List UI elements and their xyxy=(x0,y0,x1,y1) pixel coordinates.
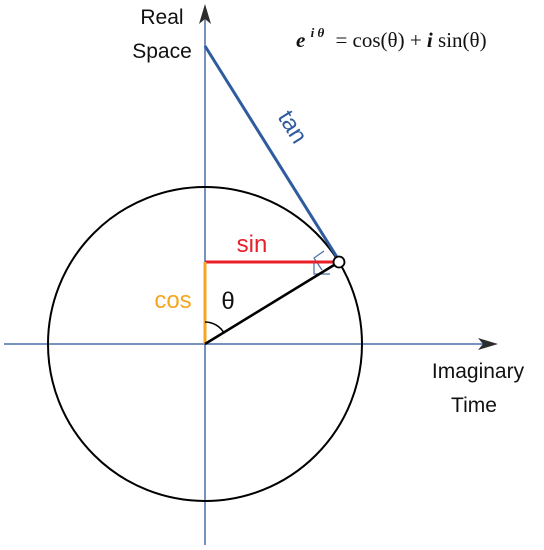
radius-line xyxy=(204,260,340,346)
angle-label: θ xyxy=(221,288,234,315)
euler-formula: e i θ = cos(θ) + i sin(θ) xyxy=(296,18,487,52)
right-angle-marker xyxy=(313,250,325,271)
angle-arc xyxy=(204,321,225,334)
formula-exponent: i θ xyxy=(311,25,325,40)
sin-right-angle-marker xyxy=(313,262,330,275)
tan-line xyxy=(203,45,342,263)
formula-rhs-part2: sin(θ) xyxy=(438,28,487,52)
formula-base: e xyxy=(296,28,305,52)
unit-circle xyxy=(47,186,363,502)
sin-label: sin xyxy=(237,231,268,258)
horizontal-axis-label-line2: Time xyxy=(451,394,497,417)
horizontal-axis-arrowhead xyxy=(478,338,498,350)
vertical-axis-label-line1: Real xyxy=(140,6,183,29)
tan-label: tan xyxy=(272,106,313,149)
vertical-axis-arrowhead xyxy=(199,4,211,24)
formula-rhs-i: i xyxy=(427,28,433,52)
vertical-axis-label-line2: Space xyxy=(132,40,192,63)
horizontal-axis-label-line1: Imaginary xyxy=(432,360,525,383)
unit-point xyxy=(332,255,346,269)
formula-rhs-part1: = cos(θ) + xyxy=(335,28,426,52)
cos-label: cos xyxy=(154,287,191,314)
